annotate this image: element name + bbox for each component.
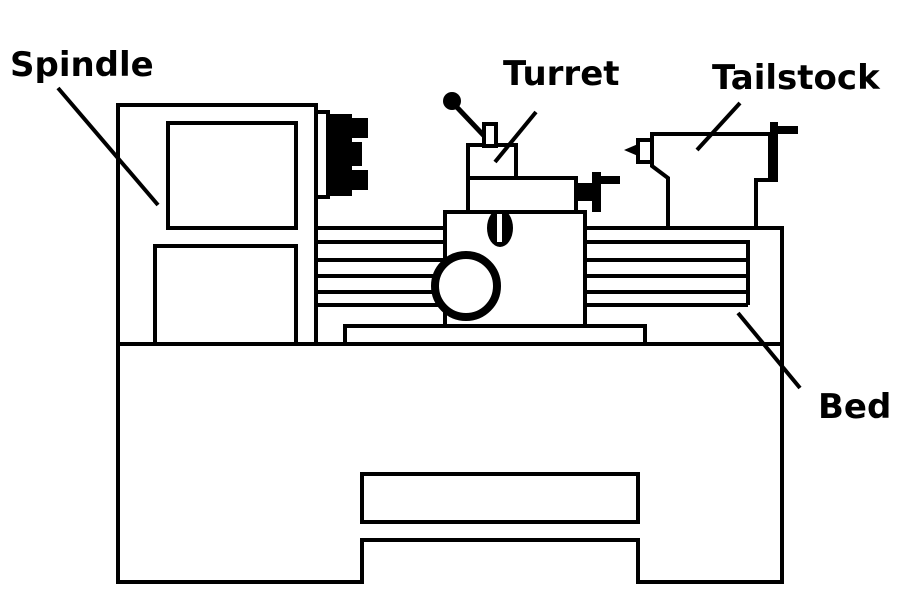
carriage xyxy=(431,209,587,328)
turret xyxy=(443,92,620,214)
base-cabinet xyxy=(116,342,784,584)
turret-block xyxy=(466,143,518,180)
turret-leader xyxy=(493,110,538,164)
tailstock-leader xyxy=(695,101,742,152)
bed-slide xyxy=(343,324,647,346)
tailstock xyxy=(624,122,798,230)
bed-leader xyxy=(736,311,802,390)
carriage-handwheel xyxy=(431,251,501,321)
base-drawer xyxy=(360,472,640,524)
label-spindle: Spindle xyxy=(10,45,154,85)
headstock-upper-panel xyxy=(166,121,298,230)
label-turret: Turret xyxy=(503,54,620,94)
label-tailstock: Tailstock xyxy=(712,58,881,98)
headstock-lower-panel xyxy=(153,244,298,346)
label-bed: Bed xyxy=(818,387,891,427)
headstock xyxy=(116,103,368,346)
leader-lines xyxy=(56,86,802,390)
cross-slide xyxy=(466,176,578,214)
spindle-leader xyxy=(56,86,160,207)
